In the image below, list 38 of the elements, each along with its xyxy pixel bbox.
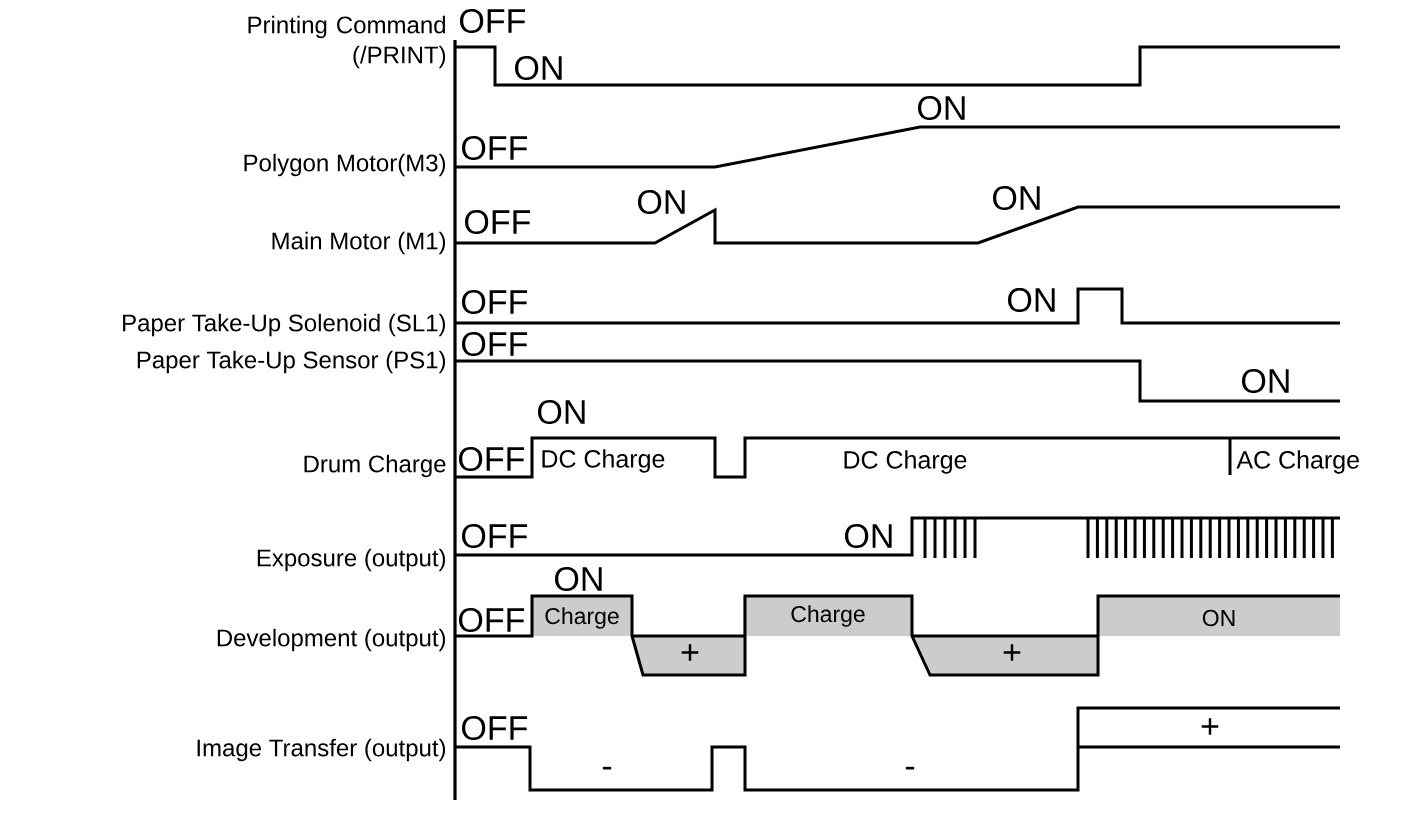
state-label: OFF	[459, 446, 525, 472]
state-label: ON	[1242, 368, 1289, 394]
state-label: ON	[993, 185, 1040, 211]
state-label: DC Charge	[844, 450, 967, 474]
state-label: OFF	[462, 135, 528, 161]
state-label: ON	[638, 189, 685, 215]
state-label: ON	[538, 399, 585, 425]
state-label: OFF	[462, 715, 528, 741]
state-label: OFF	[462, 289, 528, 315]
signal-name: Development (output)	[217, 628, 446, 652]
polarity-label: +	[1003, 644, 1021, 661]
state-label: OFF	[460, 8, 526, 34]
polarity-label: -	[602, 766, 612, 770]
signal-name: Paper Take-Up Sensor (PS1)	[137, 350, 446, 374]
state-label: OFF	[459, 607, 525, 633]
state-label: ON	[555, 566, 602, 592]
signal-name: Main Motor (M1)	[272, 231, 446, 255]
signal-name: Drum Charge	[304, 454, 446, 478]
state-label: Charge	[545, 607, 619, 629]
signal-name: Polygon Motor(M3)	[244, 153, 446, 177]
state-label: AC Charge	[1236, 450, 1359, 474]
state-label: OFF	[462, 523, 528, 549]
state-label: ON	[845, 523, 892, 549]
state-label: ON	[1202, 609, 1235, 627]
state-label: ON	[1008, 287, 1055, 313]
state-label: ON	[918, 95, 965, 121]
state-label: Charge	[791, 605, 865, 627]
polarity-label: +	[681, 644, 699, 661]
signal-name: Image Transfer (output)	[197, 738, 446, 762]
signal-name: Printing Command (/PRINT)	[248, 15, 446, 69]
polarity-label: +	[1201, 718, 1219, 735]
state-label: DC Charge	[542, 449, 665, 473]
signal-name: Paper Take-Up Solenoid (SL1)	[123, 313, 446, 337]
polarity-label: -	[905, 766, 915, 770]
state-label: OFF	[465, 209, 531, 235]
signal-name: Exposure (output)	[257, 548, 446, 572]
state-label: ON	[515, 55, 562, 81]
state-label: OFF	[462, 331, 528, 357]
